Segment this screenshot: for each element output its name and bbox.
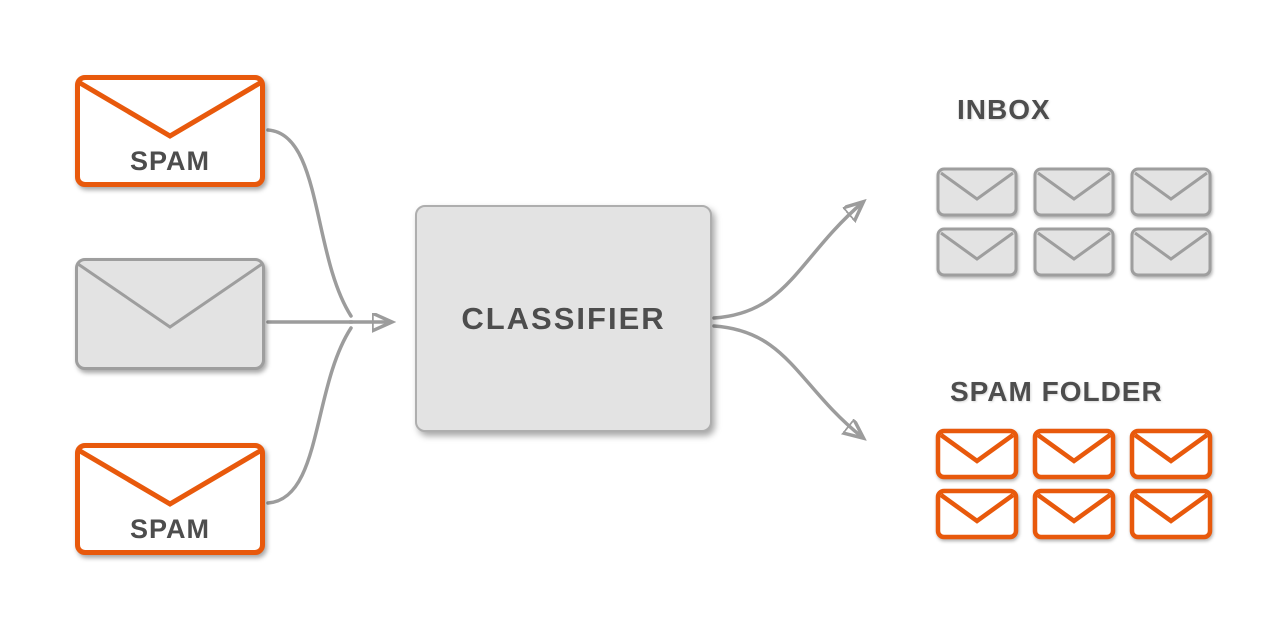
spam-envelope-icon <box>1129 428 1213 480</box>
classifier-box: CLASSIFIER <box>415 205 712 432</box>
inbox-envelope-icon <box>1130 227 1212 277</box>
arrow-to-spam-folder <box>712 324 862 437</box>
inbox-envelope-icon <box>1033 227 1115 277</box>
classifier-label: CLASSIFIER <box>461 300 666 336</box>
inbox-envelope-icon <box>1033 167 1115 217</box>
inbox-envelope-icon <box>936 227 1018 277</box>
inbox-grid <box>935 166 1213 278</box>
envelope-flap-icon <box>80 80 260 140</box>
inbox-heading: INBOX <box>957 94 1051 125</box>
spam-envelope-icon <box>935 488 1019 540</box>
spam-folder-grid <box>935 428 1213 540</box>
arrow-input-bottom <box>266 326 353 505</box>
input-envelope-spam-2: SPAM <box>75 443 265 555</box>
spam-envelope-icon <box>1032 428 1116 480</box>
inbox-envelope-icon <box>936 167 1018 217</box>
input-envelope-regular <box>75 258 265 370</box>
arrow-to-inbox <box>712 203 862 320</box>
spam-envelope-icon <box>1129 488 1213 540</box>
envelope-flap-icon <box>78 261 262 331</box>
spam-envelope-icon <box>1032 488 1116 540</box>
arrow-input-top <box>266 128 353 318</box>
envelope-label: SPAM <box>129 514 210 544</box>
envelope-flap-icon <box>80 448 260 508</box>
spam-folder-heading: SPAM FOLDER <box>950 376 1163 407</box>
input-envelope-spam-1: SPAM <box>75 75 265 187</box>
spam-envelope-icon <box>935 428 1019 480</box>
inbox-envelope-icon <box>1130 167 1212 217</box>
envelope-label: SPAM <box>129 146 210 176</box>
